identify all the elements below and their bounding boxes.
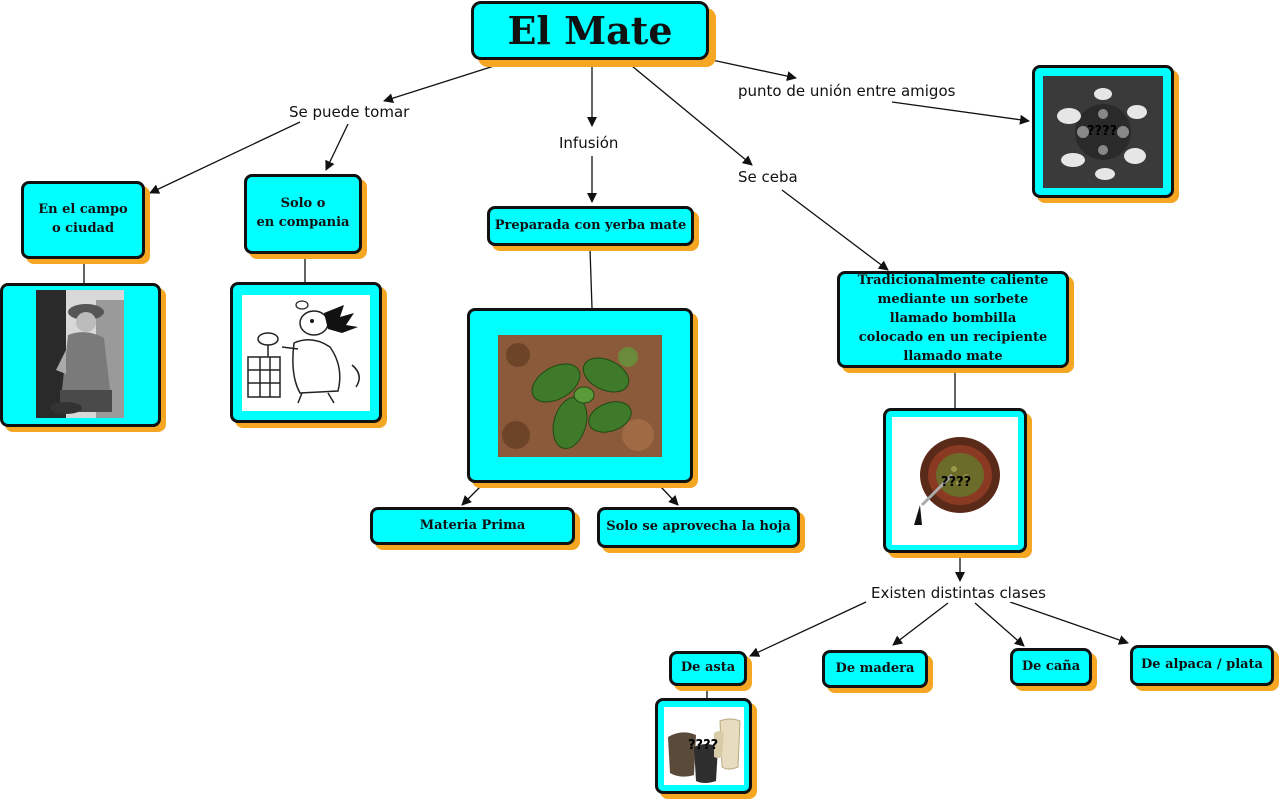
image-node-mate[interactable]: ???? xyxy=(883,408,1027,553)
node-hoja[interactable]: Solo se aprovecha la hoja xyxy=(597,507,800,548)
photo-gaucho-image xyxy=(36,290,124,418)
arrow-to-materia xyxy=(461,486,481,506)
photo-horn-mates-image xyxy=(664,707,744,785)
image-node-asta[interactable]: ???? xyxy=(655,698,752,794)
node-campo[interactable]: En el campo o ciudad xyxy=(21,181,145,259)
node-madera[interactable]: De madera xyxy=(822,650,928,688)
arrow-to-alpaca xyxy=(1009,601,1129,645)
node-madera-text: De madera xyxy=(835,660,915,676)
node-solo[interactable]: Solo o en compania xyxy=(244,174,362,254)
image-node-yerba[interactable] xyxy=(467,308,693,483)
node-hoja-text: Solo se aprovecha la hoja xyxy=(606,519,791,535)
node-tradicional[interactable]: Tradicionalmente caliente mediante un so… xyxy=(837,271,1069,368)
photo-yerba-plant-image xyxy=(498,335,662,457)
arrow-to-asta xyxy=(749,601,867,657)
arrow-title-to-se-ceba xyxy=(631,65,753,166)
node-alpaca[interactable]: De alpaca / plata xyxy=(1130,645,1274,686)
mate-image-mark: ???? xyxy=(941,475,972,490)
node-solo-line2: en compania xyxy=(256,215,350,230)
asta-image-mark: ???? xyxy=(688,738,719,753)
arrow-title-to-punto-union xyxy=(711,59,797,82)
label-punto-union: punto de unión entre amigos xyxy=(736,82,958,100)
arrow-to-madera xyxy=(892,602,949,646)
node-preparada[interactable]: Preparada con yerba mate xyxy=(487,206,694,246)
image-node-solo[interactable] xyxy=(230,282,382,423)
node-alpaca-text: De alpaca / plata xyxy=(1141,657,1263,673)
node-tradicional-text: Tradicionalmente caliente mediante un so… xyxy=(857,273,1049,364)
image-node-campo[interactable] xyxy=(0,283,161,427)
arrow-title-to-se-puede-tomar xyxy=(383,65,495,104)
node-solo-line1: Solo o xyxy=(280,196,326,212)
arrow-se-ceba-to-tradicional xyxy=(781,189,889,271)
label-existen-clases: Existen distintas clases xyxy=(869,584,1048,602)
drawing-dog-mate-image xyxy=(242,295,370,411)
arrow-punto-union-to-image xyxy=(891,101,1030,125)
title-node: El Mate xyxy=(471,1,709,60)
node-asta-text: De asta xyxy=(680,660,736,676)
photo-mate-gourd-image xyxy=(892,417,1018,545)
label-se-puede-tomar: Se puede tomar xyxy=(287,103,412,121)
photo-friends-circle-image xyxy=(1043,76,1163,188)
page-title: El Mate xyxy=(507,7,673,53)
arrow-to-hoja xyxy=(660,486,679,506)
arrow-to-campo xyxy=(149,121,301,194)
node-preparada-text: Preparada con yerba mate xyxy=(494,217,687,233)
amigos-image-mark: ???? xyxy=(1087,124,1118,139)
node-materia-text: Materia Prima xyxy=(419,517,526,533)
line-preparada-to-image xyxy=(589,248,593,309)
node-asta[interactable]: De asta xyxy=(669,651,747,686)
node-materia[interactable]: Materia Prima xyxy=(370,507,575,545)
node-cana[interactable]: De caña xyxy=(1010,648,1092,686)
arrow-to-solo xyxy=(325,123,349,171)
node-cana-text: De caña xyxy=(1021,658,1081,674)
label-infusion: Infusión xyxy=(557,134,621,152)
node-campo-text: En el campo o ciudad xyxy=(38,202,128,236)
label-se-ceba: Se ceba xyxy=(736,168,800,186)
image-node-amigos[interactable]: ???? xyxy=(1032,65,1174,198)
arrow-to-cana xyxy=(974,602,1025,647)
